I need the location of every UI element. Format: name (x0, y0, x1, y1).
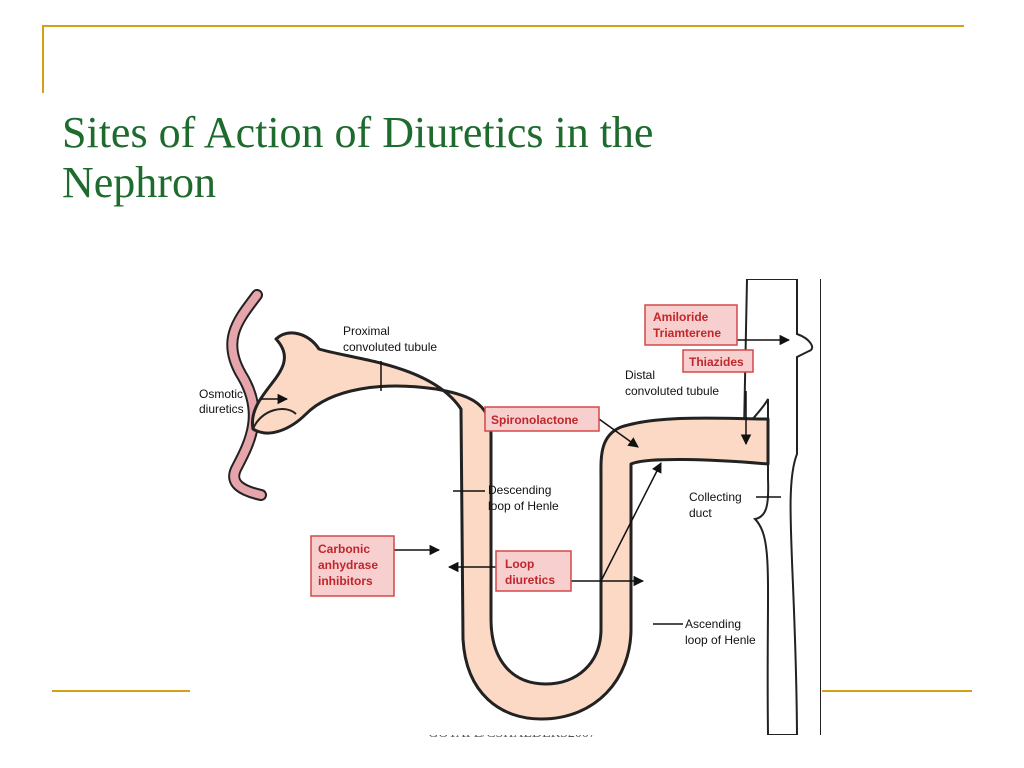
drug-carbonic: Carbonic (318, 542, 370, 556)
drug-anhydrase: anhydrase (318, 558, 378, 572)
label-descending-loop: loop of Henle (488, 499, 559, 513)
drug-amiloride: Amiloride (653, 310, 709, 324)
loop-diuretics-box (495, 550, 572, 592)
drug-loop: Loop (505, 557, 534, 571)
spironolactone-arrow (598, 418, 639, 448)
top-rule (42, 25, 964, 27)
bottom-rule-right (822, 690, 972, 692)
drug-triamterene: Triamterene (653, 326, 721, 340)
drug-spironolactone: Spironolactone (491, 413, 579, 427)
left-accent-rule (42, 25, 44, 93)
nephron-diagram: Amiloride Triamterene Thiazides Spironol… (191, 279, 821, 735)
label-osmotic-diuretics: diuretics (199, 402, 244, 416)
drug-inhibitors: inhibitors (318, 574, 373, 588)
slide-title: Sites of Action of Diuretics in the Neph… (62, 108, 962, 208)
label-osmotic: Osmotic (199, 387, 243, 401)
drug-thiazides: Thiazides (689, 355, 744, 369)
loop-diagonal-arrow (600, 462, 662, 582)
label-distal: Distal (625, 368, 655, 382)
amiloride-box (644, 304, 738, 346)
drug-diuretics: diuretics (505, 573, 555, 587)
thiazides-box (682, 349, 754, 373)
collecting-duct (742, 279, 814, 735)
label-collecting-duct: duct (689, 506, 712, 520)
title-line-2: Nephron (62, 158, 216, 207)
label-ascending-loop: loop of Henle (685, 633, 756, 647)
label-proximal-tubule: convoluted tubule (343, 340, 437, 354)
spironolactone-box (484, 406, 600, 432)
bottom-rule-left (52, 690, 190, 692)
label-proximal: Proximal (343, 324, 390, 338)
title-line-1: Sites of Action of Diuretics in the (62, 108, 654, 157)
carbonic-box (310, 535, 395, 597)
nephron-tubule (251, 331, 770, 721)
label-collecting: Collecting (689, 490, 742, 504)
label-descending: Descending (488, 483, 551, 497)
figure-border-line (820, 279, 821, 735)
label-ascending: Ascending (685, 617, 741, 631)
label-distal-tubule: convoluted tubule (625, 384, 719, 398)
